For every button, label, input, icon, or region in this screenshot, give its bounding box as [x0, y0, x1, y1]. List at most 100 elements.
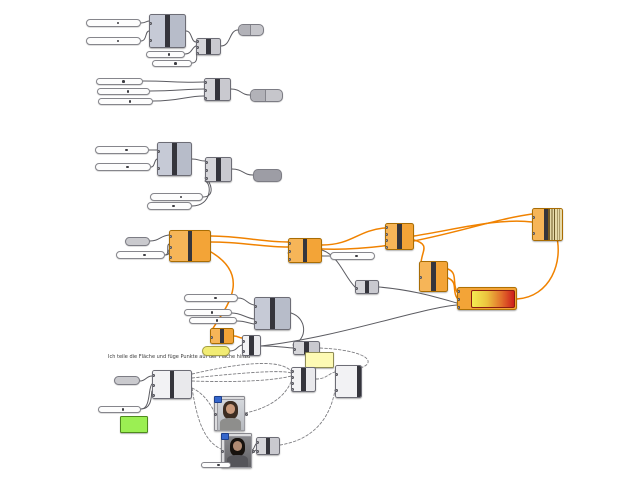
- construct-domain-c[interactable]: [157, 142, 192, 176]
- input-port[interactable]: [153, 393, 155, 397]
- param-b[interactable]: [250, 89, 283, 102]
- surface-cp-d[interactable]: [335, 365, 362, 398]
- slider-grip[interactable]: [174, 62, 177, 65]
- divide-surface-b[interactable]: [152, 370, 192, 399]
- input-port[interactable]: [255, 321, 257, 325]
- wire[interactable]: [164, 249, 170, 256]
- slider-l1[interactable]: [184, 294, 238, 302]
- input-port[interactable]: [533, 232, 535, 236]
- input-port[interactable]: [292, 382, 294, 386]
- slider-track[interactable]: [98, 147, 145, 153]
- slider-grip[interactable]: [126, 165, 129, 169]
- construct-domain2-m[interactable]: [385, 223, 414, 250]
- slider-b6[interactable]: [201, 462, 231, 468]
- wire-orange[interactable]: [210, 241, 289, 248]
- wire[interactable]: [229, 344, 243, 352]
- output-port[interactable]: [320, 348, 321, 351]
- slider-track[interactable]: [187, 310, 228, 315]
- output-port[interactable]: [149, 150, 150, 153]
- input-port[interactable]: [257, 450, 259, 453]
- wire[interactable]: [150, 158, 158, 168]
- input-port[interactable]: [292, 375, 294, 379]
- output-port[interactable]: [448, 284, 449, 287]
- wire[interactable]: [140, 20, 150, 24]
- output-port[interactable]: [211, 256, 212, 259]
- output-port[interactable]: [237, 320, 238, 323]
- wire-orange[interactable]: [447, 277, 458, 299]
- divide-domain-c[interactable]: [205, 157, 232, 182]
- wire[interactable]: [191, 180, 210, 207]
- image-sampler-2[interactable]: [220, 432, 255, 468]
- slider-grip[interactable]: [121, 408, 125, 411]
- deconstruct-domain-m[interactable]: [419, 261, 448, 292]
- slider-track[interactable]: [333, 253, 371, 259]
- input-port[interactable]: [206, 160, 208, 164]
- slider-grip[interactable]: [116, 39, 120, 43]
- construct-point-b[interactable]: [204, 78, 231, 101]
- input-port[interactable]: [257, 441, 259, 444]
- slider-m1[interactable]: [116, 251, 165, 259]
- output-port[interactable]: [192, 63, 193, 66]
- wire[interactable]: [149, 234, 170, 242]
- wire[interactable]: [260, 304, 458, 347]
- wire[interactable]: [321, 249, 356, 288]
- slider-track[interactable]: [119, 252, 161, 258]
- output-port[interactable]: [141, 41, 142, 44]
- slider-grip[interactable]: [128, 100, 132, 103]
- slider-a1[interactable]: [86, 19, 141, 27]
- wire[interactable]: [152, 95, 205, 102]
- image-sampler-1[interactable]: [213, 395, 248, 431]
- output-port[interactable]: [153, 101, 154, 104]
- range-l[interactable]: [242, 335, 261, 356]
- output-port[interactable]: [151, 167, 152, 170]
- slider-grip[interactable]: [125, 148, 128, 152]
- output-port[interactable]: [143, 81, 144, 84]
- output-port[interactable]: [234, 336, 235, 339]
- input-port[interactable]: [336, 372, 338, 376]
- output-port[interactable]: [322, 250, 323, 253]
- input-port[interactable]: [197, 40, 199, 44]
- slider-track[interactable]: [150, 203, 188, 209]
- panel-d[interactable]: [305, 352, 334, 368]
- wire-dashed[interactable]: [191, 371, 292, 379]
- param-geometry-b[interactable]: [114, 376, 140, 385]
- divide-domain-a[interactable]: [196, 38, 221, 55]
- slider-grip[interactable]: [217, 463, 220, 467]
- wire-dashed[interactable]: [191, 387, 222, 450]
- wire-orange[interactable]: [321, 227, 386, 246]
- output-port[interactable]: [211, 235, 212, 238]
- gradient-bar[interactable]: [470, 289, 515, 308]
- input-port[interactable]: [197, 51, 199, 54]
- output-port[interactable]: [165, 255, 166, 258]
- construct-mesh-d[interactable]: [291, 367, 316, 392]
- input-port[interactable]: [205, 89, 207, 92]
- output-port[interactable]: [141, 409, 142, 412]
- wire-orange[interactable]: [233, 335, 243, 339]
- input-port[interactable]: [458, 305, 460, 309]
- slider-track[interactable]: [99, 79, 139, 84]
- output-port[interactable]: [280, 446, 281, 449]
- slider-track[interactable]: [98, 164, 147, 170]
- param-c[interactable]: [253, 169, 282, 182]
- wire-orange[interactable]: [210, 235, 289, 243]
- input-port[interactable]: [294, 347, 296, 351]
- slider-grip[interactable]: [116, 21, 120, 25]
- slider-track[interactable]: [149, 52, 181, 57]
- output-port[interactable]: [251, 450, 255, 453]
- output-port[interactable]: [192, 384, 193, 387]
- wire-dashed[interactable]: [191, 375, 292, 382]
- input-port[interactable]: [289, 258, 291, 262]
- input-port[interactable]: [243, 339, 245, 343]
- panel-green[interactable]: [120, 416, 148, 433]
- slider-grip[interactable]: [179, 195, 183, 199]
- slider-grip[interactable]: [126, 90, 130, 93]
- input-port[interactable]: [386, 239, 388, 243]
- output-port[interactable]: [231, 89, 232, 92]
- input-port[interactable]: [158, 167, 160, 170]
- input-port[interactable]: [420, 276, 422, 279]
- slider-b1[interactable]: [96, 78, 143, 85]
- input-port[interactable]: [211, 335, 213, 339]
- slider-l3[interactable]: [189, 317, 237, 324]
- data-capsule-l[interactable]: [202, 346, 230, 356]
- wire[interactable]: [191, 158, 206, 162]
